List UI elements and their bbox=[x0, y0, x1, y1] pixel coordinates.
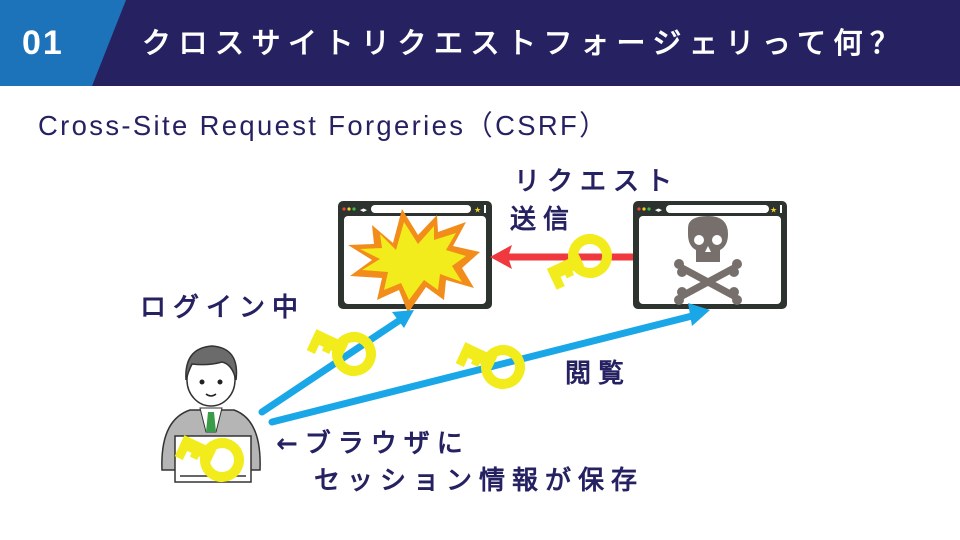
window-dot-yellow bbox=[642, 207, 646, 211]
request-label-line2: 送信 bbox=[510, 205, 577, 235]
menu-icon bbox=[484, 205, 486, 213]
header-bar bbox=[0, 0, 960, 86]
bookmark-star-icon: ★ bbox=[474, 206, 481, 215]
window-dot-green bbox=[352, 207, 356, 211]
request-label-line1: リクエスト bbox=[514, 167, 680, 197]
nav-arrows-icon: ◂▸ bbox=[655, 206, 663, 214]
login-arrow bbox=[258, 310, 414, 416]
skull-crossbones-icon bbox=[674, 216, 742, 305]
user-with-laptop bbox=[161, 345, 261, 483]
subtitle: Cross-Site Request Forgeries（CSRF） bbox=[38, 110, 609, 141]
key-icon bbox=[543, 233, 613, 290]
window-dot-yellow bbox=[347, 207, 351, 211]
header-number-background bbox=[0, 0, 126, 86]
explosion-icon bbox=[348, 209, 480, 313]
login-arrow-head bbox=[392, 310, 414, 328]
nav-arrows-icon: ◂▸ bbox=[360, 206, 368, 214]
page-title: クロスサイトリクエストフォージェリって何？ bbox=[142, 26, 907, 60]
section-number: 01 bbox=[22, 24, 64, 62]
browse-arrow-head bbox=[688, 303, 710, 326]
session-label-line1: ←ブラウザに bbox=[276, 429, 470, 459]
window-dot-green bbox=[647, 207, 651, 211]
header-number-badge bbox=[0, 0, 126, 86]
request-arrow-head bbox=[490, 245, 512, 269]
logged-in-label: ログイン中 bbox=[140, 293, 306, 323]
right-eye bbox=[217, 379, 223, 385]
window-dot-red bbox=[342, 207, 346, 211]
legitimate-site-browser: ◂▸ ★ bbox=[338, 201, 492, 313]
session-label-line2: セッション情報が保存 bbox=[314, 466, 645, 496]
mouth bbox=[205, 393, 217, 397]
malicious-site-browser: ◂▸ ★ bbox=[633, 201, 787, 309]
left-eye bbox=[199, 379, 205, 385]
menu-icon bbox=[780, 205, 782, 213]
browse-label: 閲覧 bbox=[565, 359, 632, 389]
bookmark-star-icon: ★ bbox=[770, 206, 777, 215]
key-icon bbox=[307, 320, 377, 377]
login-arrow-shaft bbox=[258, 316, 404, 416]
address-bar bbox=[666, 205, 769, 213]
hair bbox=[185, 345, 238, 381]
address-bar bbox=[371, 205, 471, 213]
necktie bbox=[206, 412, 216, 432]
window-dot-red bbox=[637, 207, 641, 211]
key-icon bbox=[456, 333, 526, 390]
